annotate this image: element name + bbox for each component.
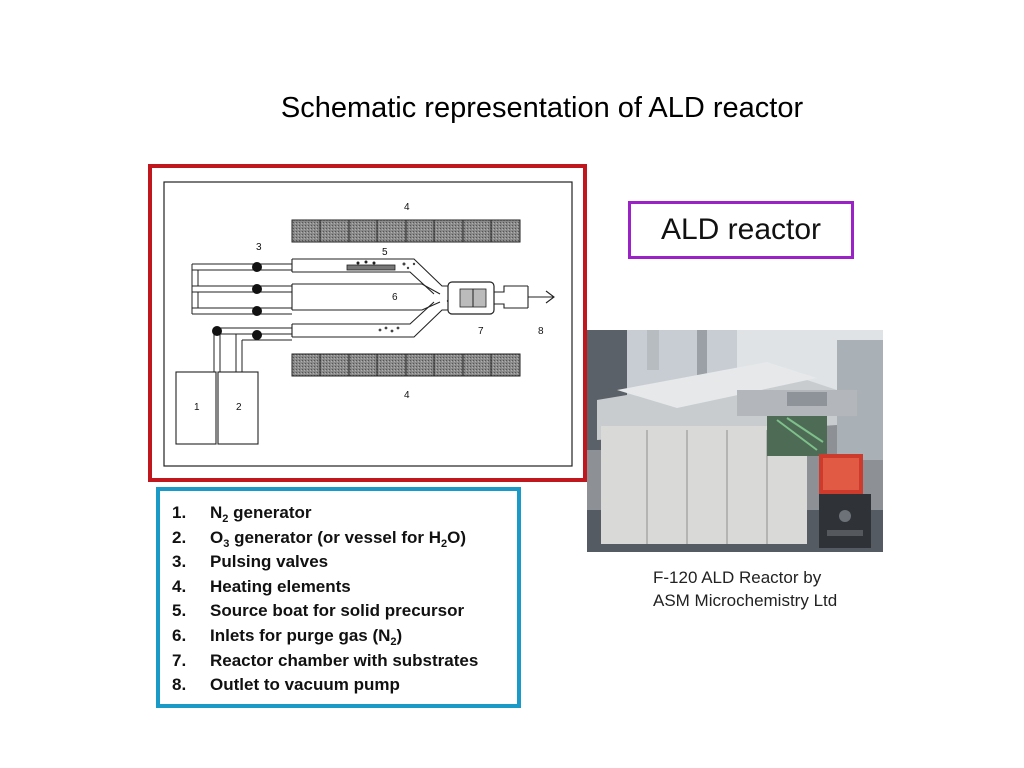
reactor-chamber	[447, 281, 495, 315]
ald-reactor-label-text: ALD reactor	[660, 213, 822, 246]
label-valves: 3	[256, 242, 262, 253]
legend-subscript: 3	[223, 537, 230, 550]
legend-text-part: O)	[447, 527, 466, 547]
legend-number: 5.	[172, 601, 187, 621]
generators	[175, 371, 259, 445]
legend-text: Inlets for purge gas (N2)	[210, 625, 403, 648]
legend-text-part: Pulsing valves	[210, 552, 329, 572]
heating-element-bottom	[291, 353, 521, 377]
source-boat	[346, 260, 416, 271]
legend-text-part: N	[210, 503, 223, 522]
label-outlet: 8	[538, 326, 544, 337]
legend-number: 1.	[172, 503, 187, 522]
legend-number: 7.	[172, 650, 187, 670]
legend-text: Outlet to vacuum pump	[210, 675, 400, 695]
label-heater-bottom: 4	[404, 390, 410, 401]
legend-number: 2.	[172, 527, 187, 547]
legend-item: 4. Heating elements	[172, 577, 478, 602]
legend-item: 6. Inlets for purge gas (N2)	[172, 626, 478, 651]
legend-subscript: 2	[390, 635, 397, 648]
legend-item: 3. Pulsing valves	[172, 552, 478, 577]
legend-text-part: generator	[228, 503, 312, 522]
legend-text-part: )	[396, 625, 403, 645]
legend-number: 4.	[172, 576, 187, 596]
reactor-schematic: 4 3 5 6 7 8 4 1 2	[163, 181, 573, 467]
legend-text-part: Heating elements	[210, 576, 351, 596]
label-chamber: 7	[478, 326, 484, 337]
legend-number: 8.	[172, 675, 187, 695]
legend-subscript: 2	[222, 513, 229, 525]
o3-generator	[217, 371, 259, 445]
legend-number: 6.	[172, 625, 187, 645]
reactor-photo	[587, 330, 883, 552]
label-gen2: 2	[236, 402, 242, 413]
legend-number: 3.	[172, 552, 187, 572]
gas-lines	[191, 263, 292, 372]
legend-text-part: Outlet to vacuum pump	[210, 675, 400, 695]
slide-title: Schematic representation of ALD reactor	[280, 92, 804, 124]
legend-text-part: generator (or vessel for H	[229, 527, 441, 547]
caption-line-1: F-120 ALD Reactor by	[653, 568, 822, 587]
legend-text-part: Inlets for purge gas (N	[210, 625, 391, 645]
heating-element-top	[291, 219, 521, 243]
pulsing-valves	[212, 262, 262, 340]
legend-text: Pulsing valves	[210, 552, 328, 572]
legend-text-part: Source boat for solid precursor	[210, 601, 465, 621]
schematic-frame: 4 3 5 6 7 8 4 1 2	[148, 164, 587, 482]
legend-text: O3 generator (or vessel for H2O)	[210, 527, 466, 550]
legend-text: Reactor chamber with substrates	[210, 651, 478, 671]
legend-text: Source boat for solid precursor	[210, 601, 464, 621]
legend-item: 1. N2 generator	[172, 503, 478, 528]
legend-text-part: O	[210, 527, 224, 547]
legend-subscript: 2	[440, 537, 448, 550]
reactor-tubes	[291, 258, 452, 338]
legend-item: 2. O3 generator (or vessel for H2O)	[172, 528, 478, 553]
ald-reactor-label: ALD reactor	[628, 201, 854, 259]
label-gen1: 1	[194, 402, 200, 413]
label-heater-top: 4	[404, 202, 410, 213]
n2-generator	[175, 371, 217, 445]
outlet-pipe	[494, 285, 555, 309]
legend-item: 8. Outlet to vacuum pump	[172, 675, 478, 700]
label-purge: 6	[392, 292, 398, 303]
caption-line-2: ASM Microchemistry Ltd	[653, 591, 838, 610]
label-boat: 5	[382, 247, 388, 258]
legend-text: N2 generator	[210, 503, 312, 525]
legend-item: 5. Source boat for solid precursor	[172, 601, 478, 626]
legend-text: Heating elements	[210, 577, 351, 597]
legend-text-part: Reactor chamber with substrates	[210, 650, 479, 670]
photo-caption: F-120 ALD Reactor by ASM Microchemistry …	[653, 566, 837, 612]
legend-item: 7. Reactor chamber with substrates	[172, 651, 478, 676]
